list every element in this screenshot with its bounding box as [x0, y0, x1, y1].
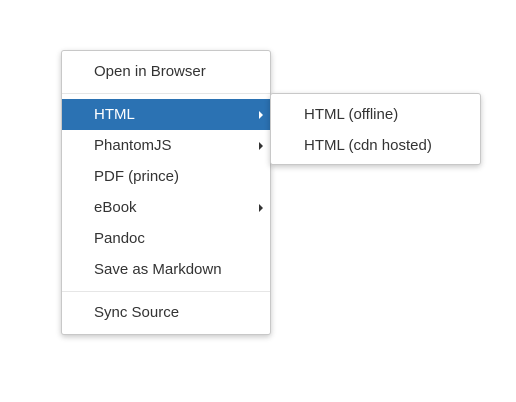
menu-item-label: PhantomJS [94, 137, 172, 154]
menu-item-open-in-browser[interactable]: Open in Browser [94, 63, 206, 80]
menu-item-phantomjs[interactable]: PhantomJS [62, 130, 270, 161]
html-submenu: HTML (offline) HTML (cdn hosted) [270, 93, 481, 165]
menu-item-save-as-markdown[interactable]: Save as Markdown [94, 261, 222, 278]
submenu-item-html-cdn-hosted[interactable]: HTML (cdn hosted) [304, 137, 432, 154]
caret-right-icon [259, 141, 263, 150]
menu-item-ebook[interactable]: eBook [62, 192, 270, 223]
menu-item-pdf-prince[interactable]: PDF (prince) [94, 168, 180, 185]
menu-item-label: HTML [94, 106, 135, 123]
menu-divider [62, 291, 270, 292]
submenu-item-html-offline[interactable]: HTML (offline) [304, 106, 399, 123]
menu-item-sync-source[interactable]: Sync Source [94, 304, 180, 321]
caret-right-icon [259, 110, 263, 119]
menu-item-html[interactable]: HTML [62, 99, 270, 130]
caret-right-icon [259, 203, 263, 212]
menu-divider [62, 93, 270, 94]
menu-item-pandoc[interactable]: Pandoc [94, 230, 145, 247]
context-menu: Open in Browser HTML PhantomJS PDF (prin… [61, 50, 271, 335]
menu-item-label: eBook [94, 199, 137, 216]
